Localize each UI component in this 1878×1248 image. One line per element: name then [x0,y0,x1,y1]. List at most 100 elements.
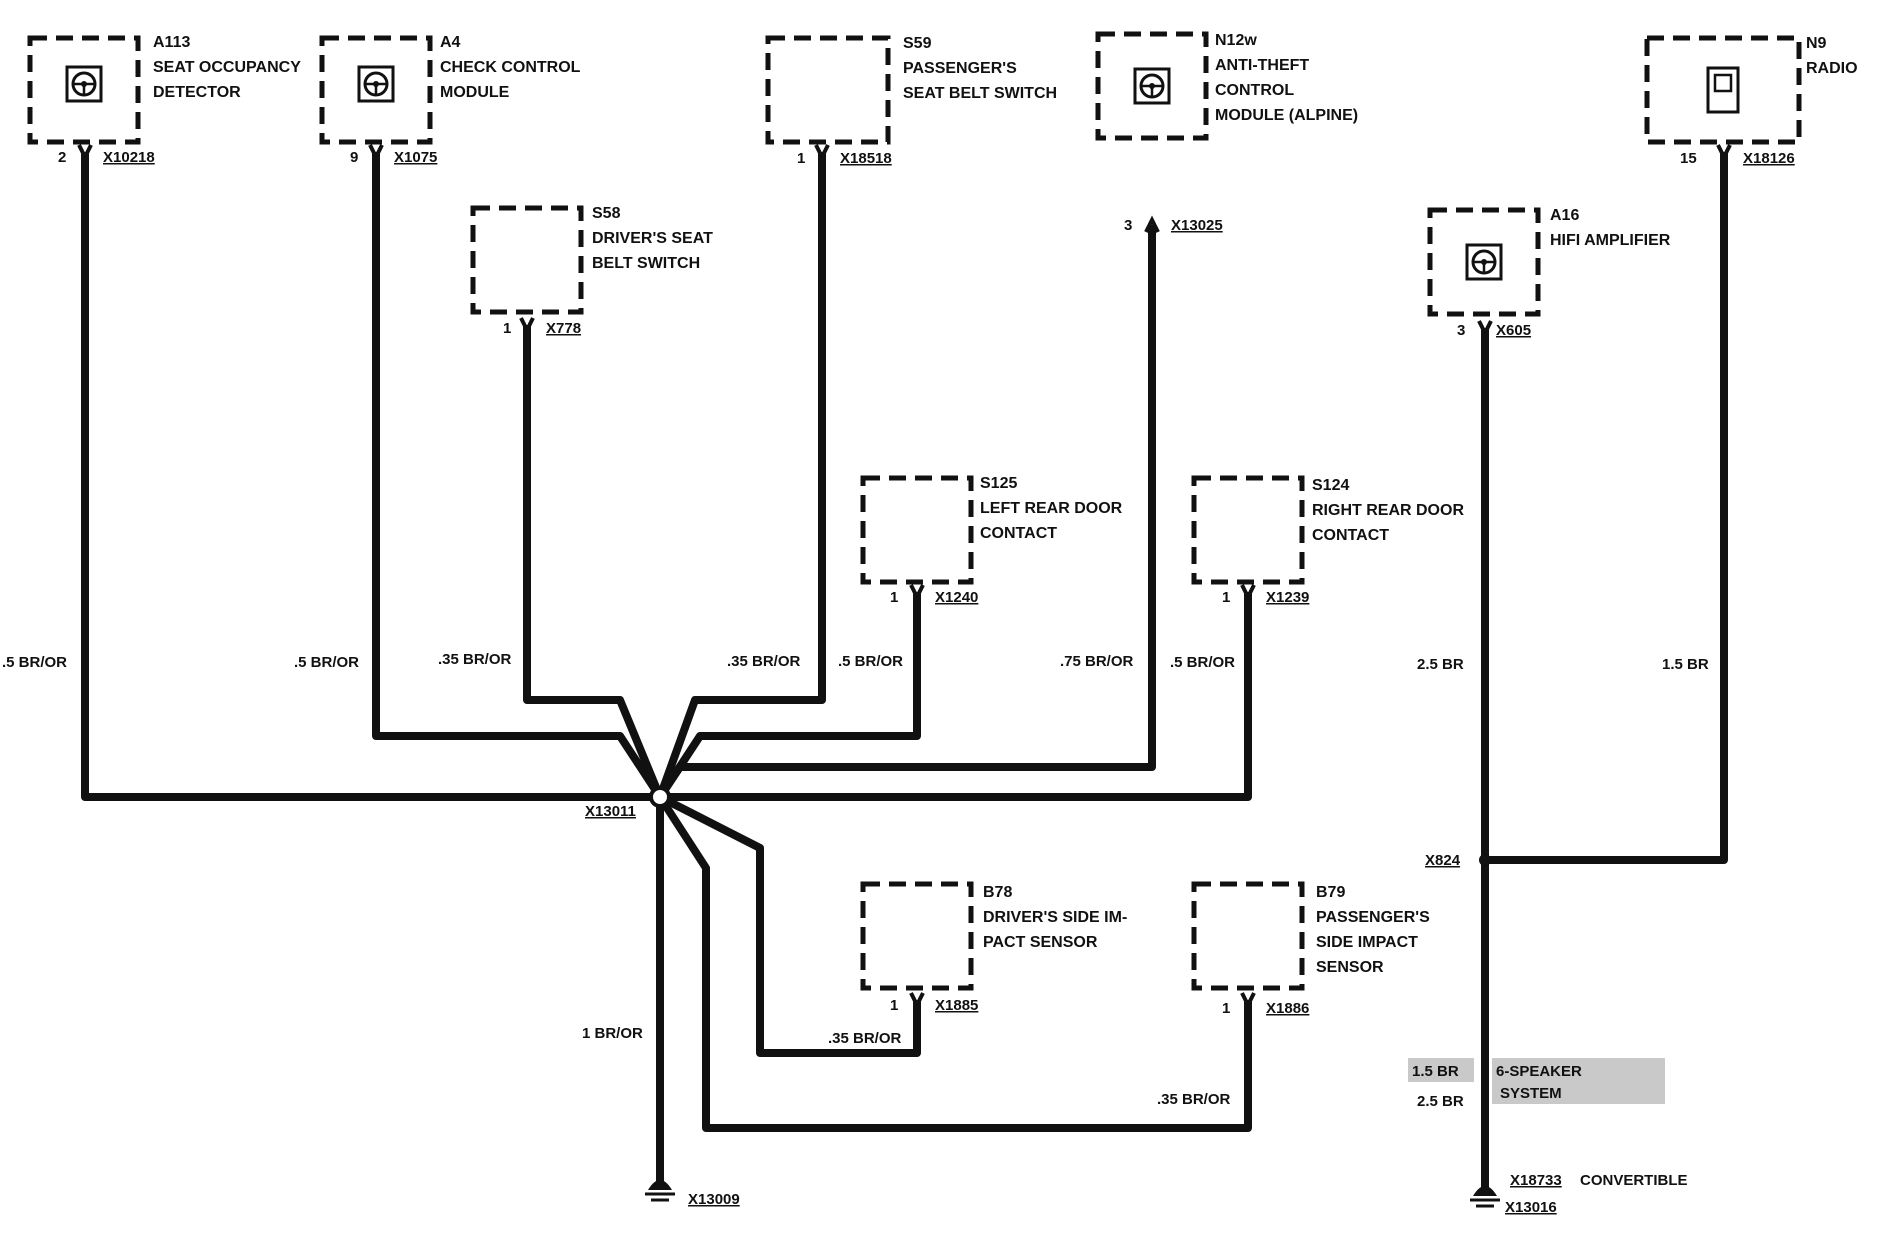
n9-pin: 15 [1680,150,1697,167]
s59-connector: X18518 [840,150,892,167]
b78-pin: 1 [890,997,898,1014]
steering-wheel-icon [1133,67,1171,105]
right-wire-std-label: 2.5 BR [1417,1093,1464,1110]
splice-main-label: X13011 [585,803,636,820]
alt-wire-shade [1408,1058,1474,1082]
splice-main [649,786,671,808]
s124-connector: X1239 [1266,589,1309,606]
main-ground-wire-label: 1 BR/OR [582,1025,643,1042]
radio-icon [1706,66,1740,114]
ground-icon-right [1470,1186,1500,1208]
s124-wire-label: .5 BR/OR [1170,654,1235,671]
b79-id: B79 [1316,884,1345,901]
box-b78 [860,881,974,991]
a4-name-line1: CHECK CONTROL [440,59,581,76]
b78-connector: X1885 [935,997,978,1014]
pin-mark-s59 [814,144,830,162]
wire-a113 [81,152,660,801]
pin-mark-s125 [909,584,925,602]
s124-name-line2: CONTACT [1312,527,1389,544]
a113-wire-label: .5 BR/OR [2,654,67,671]
wire-n12w [656,225,1156,800]
right-ground-label: X13016 [1505,1199,1557,1216]
box-b79 [1191,881,1305,991]
s58-connector: X778 [546,320,581,337]
box-s59 [765,35,891,145]
s59-wire-label: .35 BR/OR [727,653,801,670]
right-ground-alt-note: CONVERTIBLE [1580,1172,1688,1189]
s59-name-line1: PASSENGER'S [903,60,1017,77]
a113-pin: 2 [58,149,66,166]
splice-right [1479,854,1491,866]
b78-id: B78 [983,884,1012,901]
s58-pin: 1 [503,320,511,337]
n9-connector: X18126 [1743,150,1795,167]
a113-connector: X10218 [103,149,155,166]
wire-a4 [372,152,664,800]
s59-pin: 1 [797,150,805,167]
s125-id: S125 [980,475,1017,492]
wires-main-ground [81,152,1252,1190]
a4-pin: 9 [350,149,358,166]
box-a16 [1427,207,1541,317]
box-s58 [470,205,584,315]
a113-name-line2: DETECTOR [153,84,241,101]
wire-s59 [656,152,826,799]
n9-name-line1: RADIO [1806,60,1858,77]
pin-mark-a4 [368,144,384,162]
box-s124 [1191,475,1305,585]
s124-pin: 1 [1222,589,1230,606]
n12w-pin: 3 [1124,217,1132,234]
a16-wire-label: 2.5 BR [1417,656,1464,673]
box-a113 [27,35,141,145]
n12w-id: N12w [1215,32,1257,49]
pin-mark-b79 [1240,992,1256,1010]
ground-icon-main [645,1180,675,1202]
main-ground-label: X13009 [688,1191,740,1208]
s125-name-line2: CONTACT [980,525,1057,542]
box-a4 [319,35,433,145]
pin-mark-b78 [909,992,925,1010]
pin-mark-s58 [519,317,535,335]
pin-mark-a16 [1477,320,1493,338]
pin-mark-s124 [1240,584,1256,602]
splice-right-label: X824 [1425,852,1461,869]
steering-wheel-icon [65,65,103,103]
b79-wire-label: .35 BR/OR [1157,1091,1231,1108]
wire-s124 [660,592,1252,801]
pin-mark-n9 [1716,144,1732,162]
s124-id: S124 [1312,477,1349,494]
n12w-connector: X13025 [1171,217,1223,234]
wires-right-ground [1481,152,1728,1195]
b79-name-line2: SIDE IMPACT [1316,934,1418,951]
a16-connector: X605 [1496,322,1531,339]
right-ground-alt-label: X18733 [1510,1172,1562,1189]
s58-name-line1: DRIVER'S SEAT [592,230,713,247]
steering-wheel-icon [1465,243,1503,281]
right-alt-note-line2: SYSTEM [1500,1085,1562,1102]
a113-name-line1: SEAT OCCUPANCY [153,59,301,76]
s124-name-line1: RIGHT REAR DOOR [1312,502,1464,519]
b79-connector: X1886 [1266,1000,1309,1017]
n9-wire-label: 1.5 BR [1662,656,1709,673]
alt-note-shade [1492,1058,1665,1104]
a4-name-line2: MODULE [440,84,510,101]
s58-id: S58 [592,205,621,222]
s58-wire-label: .35 BR/OR [438,651,512,668]
a16-name-line1: HIFI AMPLIFIER [1550,232,1671,249]
wire-b79 [656,794,1252,1132]
s125-name-line1: LEFT REAR DOOR [980,500,1123,517]
s59-id: S59 [903,35,932,52]
a16-pin: 3 [1457,322,1465,339]
a16-id: A16 [1550,207,1579,224]
steering-wheel-icon [357,65,395,103]
pin-mark-n12w [1144,215,1160,233]
s125-wire-label: .5 BR/OR [838,653,903,670]
s58-name-line2: BELT SWITCH [592,255,700,272]
a113-id: A113 [153,34,190,51]
wire-b78 [658,793,921,1057]
s59-name-line2: SEAT BELT SWITCH [903,85,1057,102]
right-wire-alt-label: 1.5 BR [1412,1063,1459,1080]
n12w-name-line1: ANTI-THEFT [1215,57,1309,74]
n12w-name-line3: MODULE (ALPINE) [1215,107,1358,124]
